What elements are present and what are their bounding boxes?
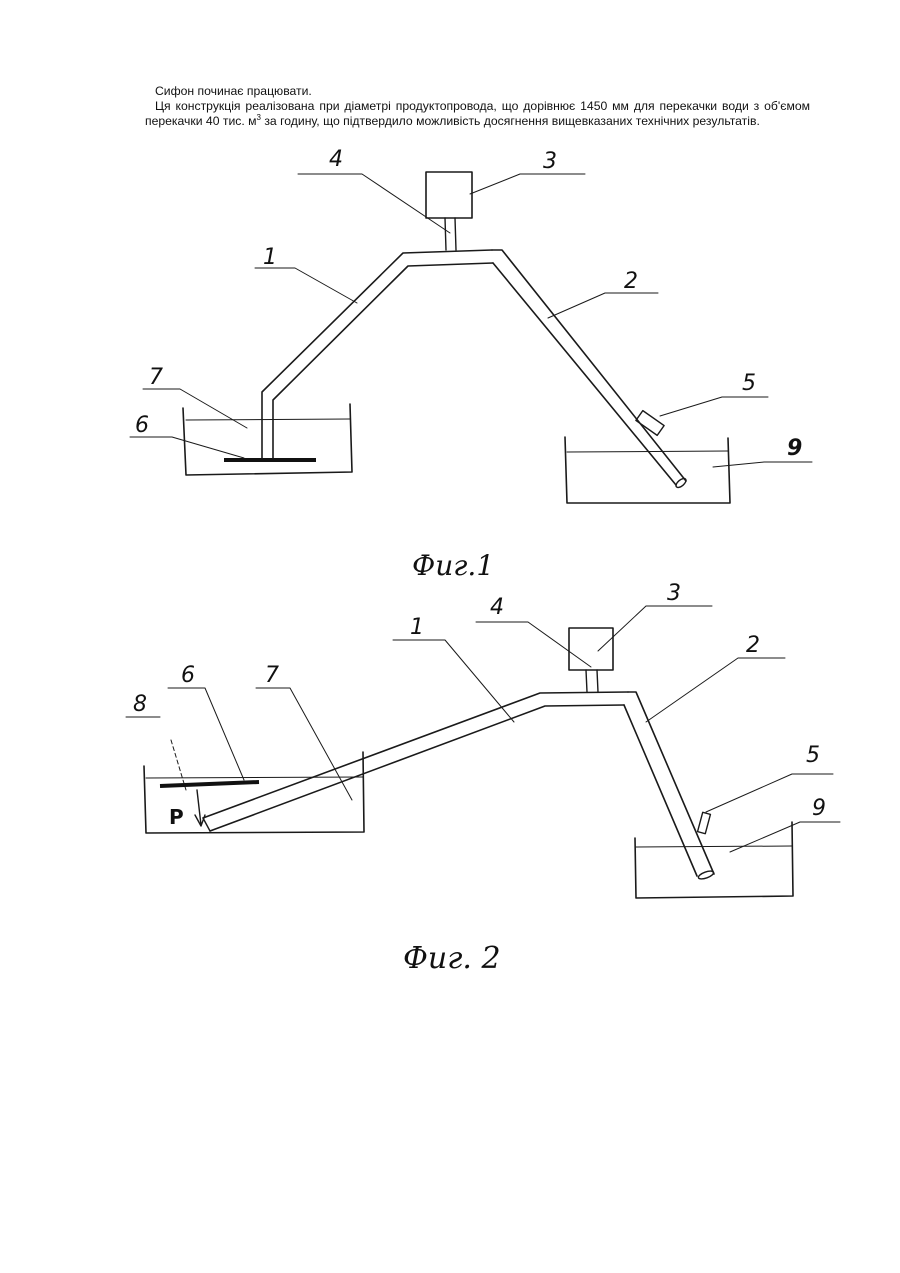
- figure-2: P 4 3 1 2 5 9 6 7: [126, 581, 840, 976]
- fig1-label-1: 1: [263, 245, 277, 270]
- fig1-caption: Фиг.1: [412, 549, 494, 582]
- fig1-connector-a: [445, 218, 446, 250]
- fig2-label-8: 8: [133, 692, 147, 717]
- fig1-label-3: 3: [543, 149, 557, 174]
- fig2-right-tank: [635, 822, 793, 898]
- fig1-right-tank: [565, 437, 730, 503]
- figure-1: 4 3 1 2 5 7 6 9 Фиг.1: [130, 147, 812, 582]
- fig1-left-tank: [183, 404, 352, 475]
- fig1-valve-5: [636, 411, 664, 436]
- fig2-leader-6: [168, 688, 244, 780]
- fig2-left-water-level: [146, 777, 363, 778]
- fig2-connector-b: [597, 670, 598, 692]
- fig1-label-6: 6: [135, 413, 149, 438]
- fig1-leader-6: [130, 437, 244, 458]
- fig1-leader-1: [255, 268, 357, 303]
- fig2-label-1: 1: [410, 615, 424, 640]
- fig1-pipe-2-outer: [492, 250, 686, 481]
- fig2-right-water-level: [636, 846, 792, 847]
- fig1-leader-9: [713, 462, 812, 467]
- fig2-connector-a: [586, 670, 587, 692]
- fig2-pipe-1-inner: [210, 705, 624, 831]
- fig1-pipe-1-outer: [262, 250, 492, 458]
- fig1-pipe-outlet: [674, 477, 687, 489]
- fig1-leader-4: [298, 174, 450, 233]
- fig2-leader-9: [730, 822, 840, 852]
- fig2-label-7: 7: [265, 663, 279, 688]
- fig1-label-2: 2: [624, 269, 638, 294]
- fig2-pipe-outlet: [697, 869, 714, 880]
- fig1-pipe-1-inner: [273, 263, 493, 458]
- fig2-label-4: 4: [490, 595, 504, 620]
- fig2-label-5: 5: [806, 743, 820, 768]
- fig2-label-9: 9: [812, 796, 826, 821]
- fig2-label-6: 6: [181, 663, 195, 688]
- fig1-label-9: 9: [787, 436, 802, 461]
- fig2-float-6: [160, 782, 259, 786]
- fig1-left-water-level: [186, 419, 350, 420]
- fig1-label-4: 4: [329, 147, 343, 172]
- fig2-caption: Фиг. 2: [403, 941, 501, 976]
- fig1-connector-b: [455, 218, 456, 250]
- fig2-label-2: 2: [746, 633, 760, 658]
- fig2-dashed-line-8: [171, 740, 186, 790]
- fig2-vacuum-unit-3: [569, 628, 613, 670]
- fig2-pipe-inlet: [203, 818, 210, 831]
- fig1-label-5: 5: [742, 371, 756, 396]
- fig2-pressure-label: P: [169, 805, 184, 829]
- fig1-leader-5: [660, 397, 768, 416]
- fig1-leader-7: [143, 389, 247, 428]
- fig2-leader-3: [598, 606, 712, 651]
- fig2-valve-5: [698, 812, 711, 833]
- fig1-leader-2: [548, 293, 658, 318]
- fig2-leader-2: [646, 658, 785, 722]
- fig1-leader-3: [470, 174, 585, 194]
- fig1-vacuum-unit-3: [426, 172, 472, 218]
- fig2-label-3: 3: [667, 581, 681, 606]
- fig1-right-water-level: [567, 451, 728, 452]
- fig1-label-7: 7: [149, 365, 163, 390]
